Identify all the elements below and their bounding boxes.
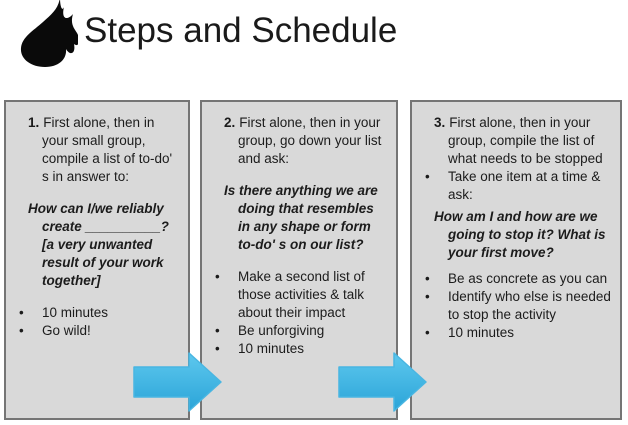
- step-box-3: 3.First alone, then in your group, compi…: [410, 100, 622, 420]
- bullet-item: 10 minutes: [212, 340, 388, 358]
- step-3-intro-text: First alone, then in your group, compile…: [448, 115, 603, 166]
- step-1-intro-text: First alone, then in your small group, c…: [42, 115, 173, 184]
- bullet-item: 10 minutes: [422, 324, 612, 342]
- step-3-question: How am I and how are we going to stop it…: [434, 209, 606, 260]
- bullet-item: Take one item at a time & ask:: [422, 168, 612, 204]
- bullet-item: Go wild!: [16, 322, 180, 340]
- bullet-item: Make a second list of those activities &…: [212, 268, 388, 322]
- step-2-intro-text: First alone, then in your group, go down…: [238, 115, 382, 166]
- step-2-bullets: Make a second list of those activities &…: [212, 268, 388, 358]
- page-title: Steps and Schedule: [84, 11, 398, 50]
- step-1-number: 1.: [28, 115, 40, 130]
- step-1-question: How can I/we reliably create __________?…: [28, 201, 169, 288]
- flame-icon: [20, 0, 78, 67]
- step-3-bullets: Be as concrete as you can Identify who e…: [422, 270, 612, 342]
- step-2-question: Is there anything we are doing that rese…: [224, 183, 378, 252]
- step-1-to-2-arrow: [133, 352, 222, 412]
- bullet-item: Identify who else is needed to stop the …: [422, 288, 612, 324]
- step-2-number: 2.: [224, 115, 236, 130]
- bullet-item: Be as concrete as you can: [422, 270, 612, 288]
- step-3-intro: 3.First alone, then in your group, compi…: [422, 114, 612, 168]
- bullet-item: 10 minutes: [16, 304, 180, 322]
- step-box-1: 1.First alone, then in your small group,…: [4, 100, 190, 420]
- step-2-intro: 2.First alone, then in your group, go do…: [212, 114, 388, 168]
- step-1-intro: 1.First alone, then in your small group,…: [16, 114, 180, 186]
- step-3-pre-bullets: Take one item at a time & ask:: [422, 168, 612, 204]
- step-3-number: 3.: [434, 115, 446, 130]
- step-2-to-3-arrow: [338, 352, 427, 412]
- step-1-bullets: 10 minutes Go wild!: [16, 304, 180, 340]
- bullet-item: Be unforgiving: [212, 322, 388, 340]
